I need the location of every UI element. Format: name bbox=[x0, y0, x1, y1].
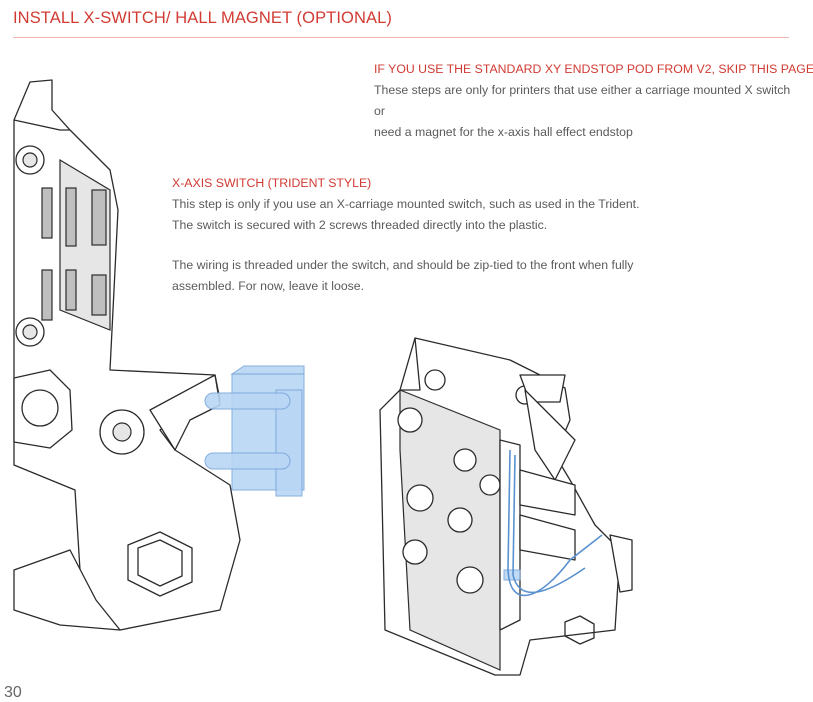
carriage-side-view-illustration bbox=[13, 79, 305, 631]
notice-body: These steps are only for printers that u… bbox=[374, 80, 804, 143]
page-number: 30 bbox=[4, 684, 22, 701]
section-body: This step is only if you use an X-carria… bbox=[172, 194, 652, 297]
section-heading: X-AXIS SWITCH (TRIDENT STYLE) bbox=[172, 176, 372, 190]
carriage-front-view-illustration bbox=[379, 337, 633, 676]
page-title: INSTALL X-SWITCH/ HALL MAGNET (OPTIONAL) bbox=[13, 9, 392, 27]
notice-heading: IF YOU USE THE STANDARD XY ENDSTOP POD F… bbox=[374, 62, 813, 76]
notice-body-text: These steps are only for printers that u… bbox=[374, 83, 791, 139]
title-divider bbox=[13, 37, 789, 38]
section-paragraph-1: This step is only if you use an X-carria… bbox=[172, 197, 640, 232]
section-paragraph-2: The wiring is threaded under the switch,… bbox=[172, 258, 634, 293]
